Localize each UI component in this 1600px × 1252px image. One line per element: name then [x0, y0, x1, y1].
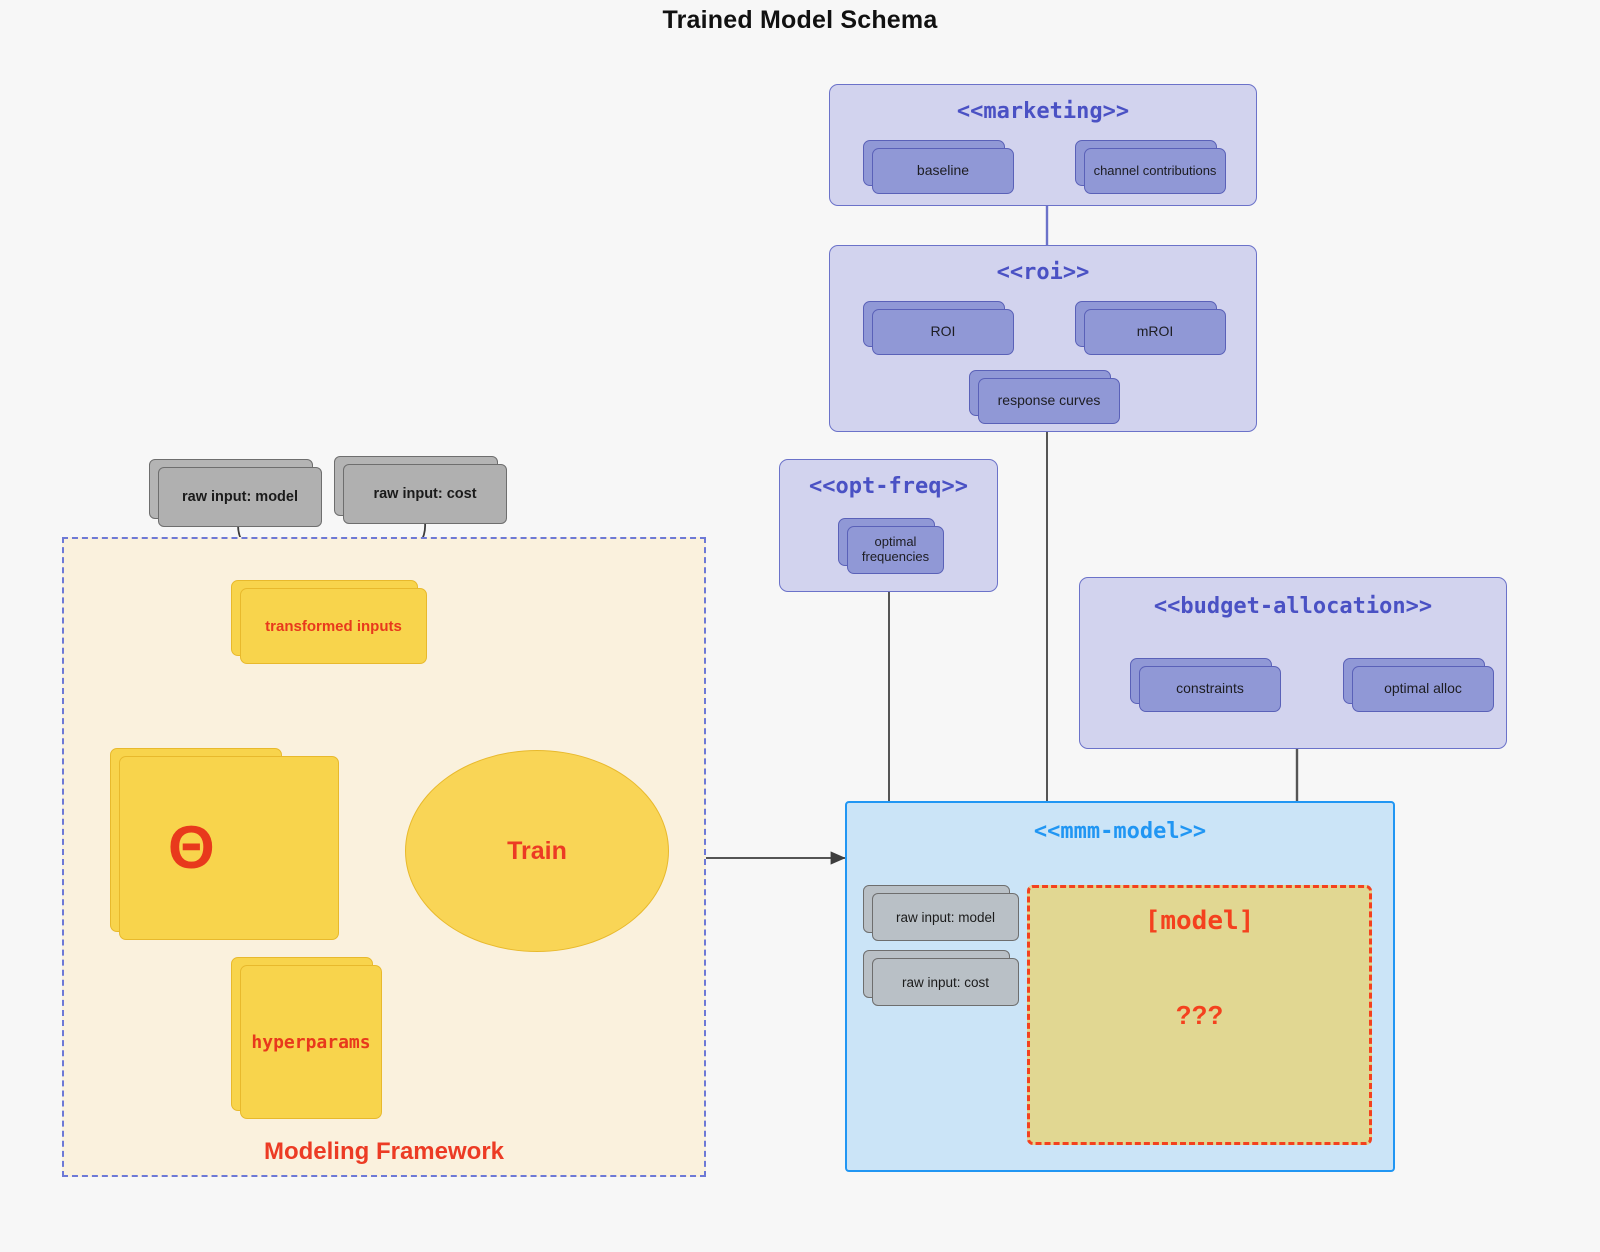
package-opt-freq[interactable]: <<opt-freq>> optimal frequencies: [779, 459, 998, 592]
package-roi-title: <<roi>>: [996, 260, 1090, 285]
train-label: Train: [507, 836, 567, 865]
node-response-curves[interactable]: response curves: [969, 370, 1120, 424]
modeling-framework-label: Modeling Framework: [263, 1138, 505, 1165]
mmm-model-title: <<mmm-model>>: [1033, 819, 1207, 844]
package-marketing[interactable]: <<marketing>> baseline channel contribut…: [829, 84, 1257, 206]
train-node[interactable]: Train: [405, 750, 669, 952]
package-roi[interactable]: <<roi>> ROI mROI response curves: [829, 245, 1257, 432]
node-channel-contributions[interactable]: channel contributions: [1075, 140, 1226, 194]
hyperparams-label: hyperparams: [251, 1031, 371, 1053]
node-label-front: raw input: cost: [872, 958, 1019, 1006]
node-label-front: hyperparams: [240, 965, 382, 1119]
node-label-front: ROI: [872, 309, 1014, 355]
model-placeholder-line1: [model]: [1144, 906, 1255, 936]
package-budget-allocation[interactable]: <<budget-allocation>> constraints optima…: [1079, 577, 1507, 749]
node-label-front: constraints: [1139, 666, 1281, 712]
node-label-front: raw input: cost: [343, 464, 507, 524]
model-placeholder-line2: ???: [1175, 1000, 1224, 1030]
mmm-model-panel[interactable]: <<mmm-model>> raw input: model raw input…: [845, 801, 1395, 1172]
theta-node[interactable]: Θ: [110, 748, 339, 940]
package-marketing-title: <<marketing>>: [956, 99, 1130, 124]
transformed-inputs-node[interactable]: transformed inputs: [231, 580, 427, 664]
node-label-front: channel contributions: [1084, 148, 1226, 194]
node-label-front: optimal frequencies: [847, 526, 944, 574]
hyperparams-node[interactable]: hyperparams: [231, 957, 382, 1119]
node-optimal-frequencies[interactable]: optimal frequencies: [838, 518, 944, 574]
package-opt-freq-title: <<opt-freq>>: [809, 474, 968, 499]
raw-input-model-node[interactable]: raw input: model: [149, 459, 322, 527]
node-optimal-alloc[interactable]: optimal alloc: [1343, 658, 1494, 712]
mmm-raw-input-cost-node[interactable]: raw input: cost: [863, 950, 1019, 1006]
package-budget-allocation-title: <<budget-allocation>>: [1153, 594, 1433, 619]
node-label-front: transformed inputs: [240, 588, 427, 664]
node-constraints[interactable]: constraints: [1130, 658, 1281, 712]
node-mroi[interactable]: mROI: [1075, 301, 1226, 355]
transformed-inputs-label: transformed inputs: [265, 617, 402, 635]
node-baseline[interactable]: baseline: [863, 140, 1014, 194]
theta-symbol: Θ: [168, 814, 215, 881]
model-placeholder-box[interactable]: [model] ???: [1027, 885, 1372, 1145]
node-label-front: response curves: [978, 378, 1120, 424]
node-roi[interactable]: ROI: [863, 301, 1014, 355]
node-label-front: mROI: [1084, 309, 1226, 355]
node-label-front: raw input: model: [872, 893, 1019, 941]
node-label-front: raw input: model: [158, 467, 322, 527]
mmm-raw-input-model-node[interactable]: raw input: model: [863, 885, 1019, 941]
page-title: Trained Model Schema: [662, 6, 938, 34]
node-label-front: baseline: [872, 148, 1014, 194]
node-label-front: Θ: [119, 756, 339, 940]
node-label-front: optimal alloc: [1352, 666, 1494, 712]
raw-input-cost-node[interactable]: raw input: cost: [334, 456, 507, 524]
